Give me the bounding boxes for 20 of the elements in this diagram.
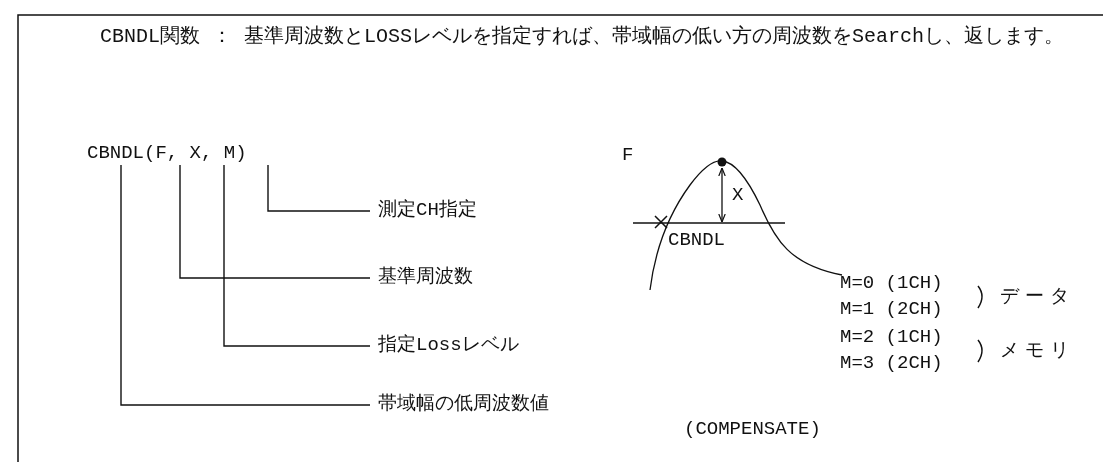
axis-label: F xyxy=(622,144,634,166)
option-text: M=2 (1CH) xyxy=(840,326,943,348)
leader-line xyxy=(267,164,371,212)
return-description: 帯域幅の低周波数値 xyxy=(378,393,549,415)
dimension-label: X xyxy=(732,184,744,206)
option-text: M=3 (2CH) xyxy=(840,352,943,374)
option-text: M=1 (2CH) xyxy=(840,298,943,320)
group-label: データ xyxy=(1000,286,1075,308)
parameter-description: 指定Lossレベル xyxy=(378,334,519,356)
leader-line xyxy=(223,164,371,347)
parameter-description: 基準周波数 xyxy=(378,266,473,288)
function-signature: CBNDL(F, X, M) xyxy=(87,142,247,164)
leader-line xyxy=(120,164,371,406)
title: CBNDL関数 ： 基準周波数とLOSSレベルを指定すれば、帯域幅の低い方の周波数をSearchし、返します。 xyxy=(100,24,1066,50)
option-text: M=0 (1CH) xyxy=(840,272,943,294)
parameter-description: 測定CH指定 xyxy=(378,199,477,221)
point-label: CBNDL xyxy=(668,229,725,251)
leader-line xyxy=(179,164,371,279)
group-label: メモリ xyxy=(1000,340,1075,362)
note-text: (COMPENSATE) xyxy=(684,418,821,440)
